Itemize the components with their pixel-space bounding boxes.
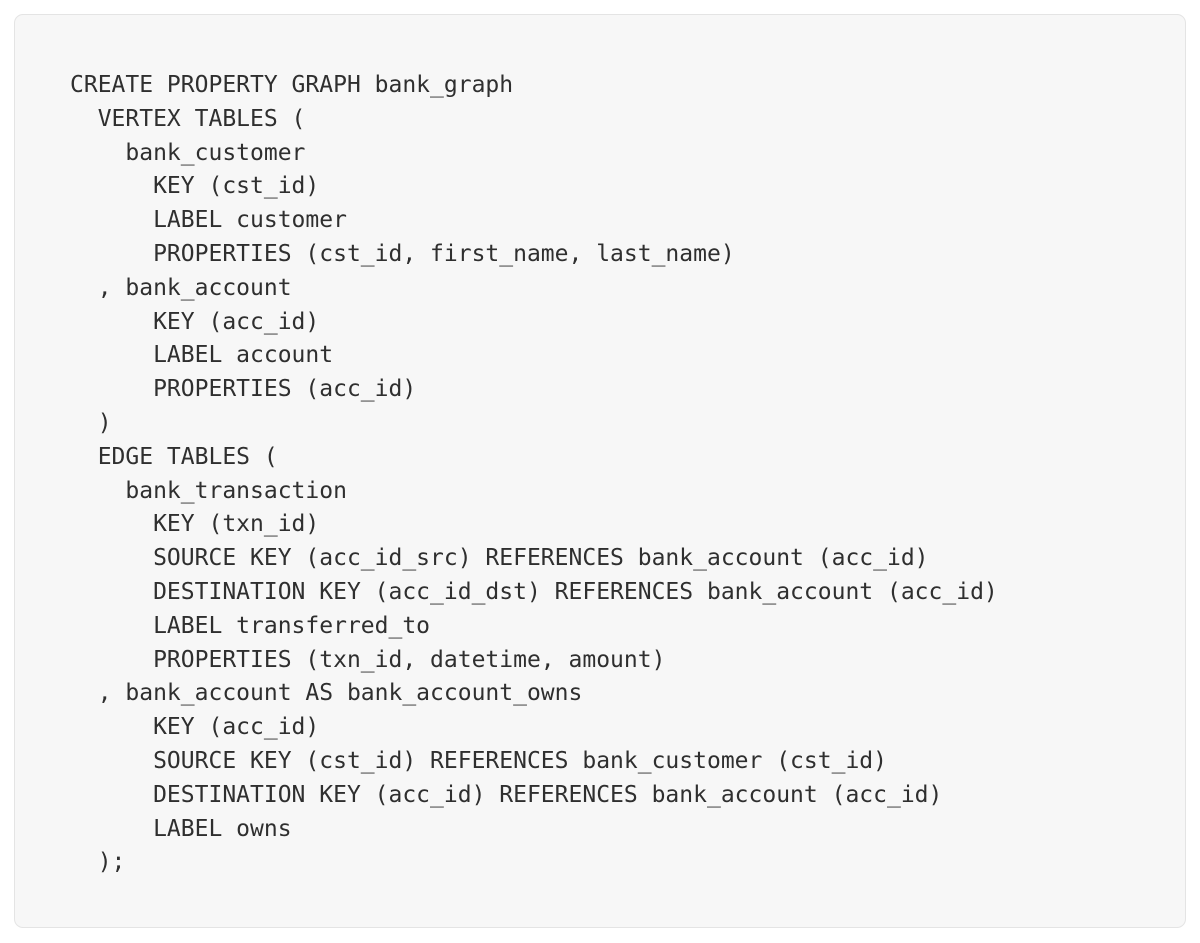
- code-line: EDGE TABLES (: [70, 443, 278, 470]
- code-line: bank_customer: [70, 139, 306, 166]
- code-line: KEY (acc_id): [70, 714, 320, 741]
- code-line: LABEL owns: [70, 815, 292, 842]
- code-card: CREATE PROPERTY GRAPH bank_graph VERTEX …: [14, 14, 1186, 928]
- code-line: ): [70, 409, 112, 436]
- code-line: KEY (cst_id): [70, 173, 320, 200]
- code-line: PROPERTIES (txn_id, datetime, amount): [70, 646, 666, 673]
- code-line: PROPERTIES (cst_id, first_name, last_nam…: [70, 240, 735, 267]
- code-line: SOURCE KEY (acc_id_src) REFERENCES bank_…: [70, 545, 929, 572]
- code-line: DESTINATION KEY (acc_id_dst) REFERENCES …: [70, 578, 998, 605]
- code-line: bank_transaction: [70, 477, 347, 504]
- code-line: CREATE PROPERTY GRAPH bank_graph: [70, 72, 514, 98]
- code-line: LABEL transferred_to: [70, 612, 431, 639]
- code-line: KEY (acc_id): [70, 308, 320, 335]
- code-line: , bank_account AS bank_account_owns: [70, 680, 583, 707]
- code-line: LABEL customer: [70, 207, 347, 234]
- code-line: VERTEX TABLES (: [70, 105, 306, 132]
- code-block[interactable]: CREATE PROPERTY GRAPH bank_graph VERTEX …: [70, 69, 998, 880]
- code-line: KEY (txn_id): [70, 511, 320, 538]
- code-line: LABEL account: [70, 342, 334, 369]
- code-line: SOURCE KEY (cst_id) REFERENCES bank_cust…: [70, 747, 887, 774]
- code-line: DESTINATION KEY (acc_id) REFERENCES bank…: [70, 781, 943, 808]
- code-line: );: [70, 849, 126, 876]
- code-line: , bank_account: [70, 274, 292, 301]
- code-line: PROPERTIES (acc_id): [70, 376, 417, 403]
